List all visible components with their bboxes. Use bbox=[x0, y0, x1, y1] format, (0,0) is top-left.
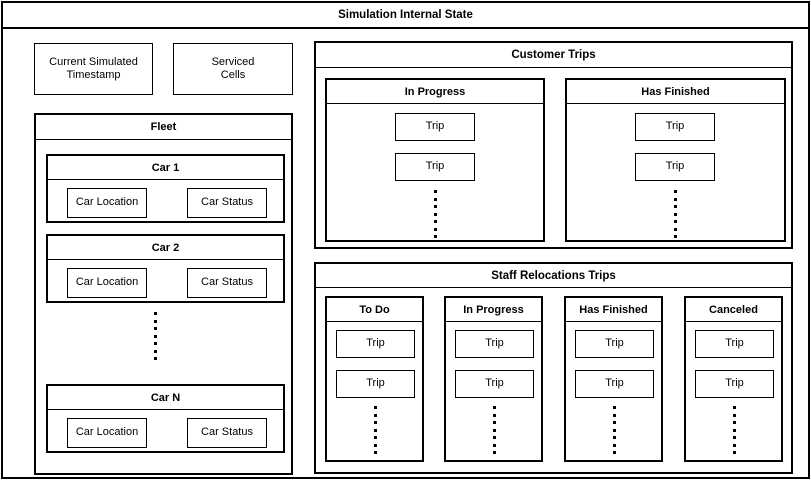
serviced-cells-box: Serviced Cells bbox=[173, 43, 293, 95]
vertical-ellipsis-icon bbox=[366, 406, 385, 454]
vertical-ellipsis-icon bbox=[426, 190, 445, 238]
column-title: In Progress bbox=[327, 80, 543, 104]
car-title: Car 1 bbox=[48, 156, 283, 180]
column-title: In Progress bbox=[446, 298, 541, 322]
staff-trips-column-in-progress: In Progress Trip Trip bbox=[444, 296, 543, 462]
customer-trips-title: Customer Trips bbox=[316, 43, 791, 68]
car-title: Car N bbox=[48, 386, 283, 410]
car-location-box: Car Location bbox=[67, 418, 147, 448]
trip-card: Trip bbox=[575, 330, 654, 358]
column-title: Has Finished bbox=[566, 298, 661, 322]
vertical-ellipsis-icon bbox=[605, 406, 624, 454]
staff-trips-column-to-do: To Do Trip Trip bbox=[325, 296, 424, 462]
customer-trips-panel: Customer Trips In Progress Trip Trip Has… bbox=[314, 41, 793, 249]
customer-trips-column-in-progress: In Progress Trip Trip bbox=[325, 78, 545, 242]
trip-card: Trip bbox=[336, 370, 415, 398]
car-status-box: Car Status bbox=[187, 418, 267, 448]
trip-card: Trip bbox=[695, 370, 774, 398]
trip-card: Trip bbox=[455, 370, 534, 398]
vertical-ellipsis-icon bbox=[146, 312, 165, 360]
car-status-box: Car Status bbox=[187, 268, 267, 298]
trip-card: Trip bbox=[336, 330, 415, 358]
column-title: To Do bbox=[327, 298, 422, 322]
car-status-box: Car Status bbox=[187, 188, 267, 218]
trip-card: Trip bbox=[635, 153, 715, 181]
column-title: Canceled bbox=[686, 298, 781, 322]
fleet-panel: Fleet Car 1 Car Location Car Status Car … bbox=[34, 113, 293, 475]
vertical-ellipsis-icon bbox=[485, 406, 504, 454]
trip-card: Trip bbox=[395, 153, 475, 181]
car-box: Car 1 Car Location Car Status bbox=[46, 154, 285, 223]
trip-card: Trip bbox=[695, 330, 774, 358]
car-title: Car 2 bbox=[48, 236, 283, 260]
trip-card: Trip bbox=[635, 113, 715, 141]
vertical-ellipsis-icon bbox=[725, 406, 744, 454]
staff-relocations-trips-panel: Staff Relocations Trips To Do Trip Trip … bbox=[314, 262, 793, 474]
staff-trips-column-canceled: Canceled Trip Trip bbox=[684, 296, 783, 462]
car-location-box: Car Location bbox=[67, 268, 147, 298]
vertical-ellipsis-icon bbox=[666, 190, 685, 238]
trip-card: Trip bbox=[455, 330, 534, 358]
diagram-title: Simulation Internal State bbox=[3, 3, 808, 29]
trip-card: Trip bbox=[575, 370, 654, 398]
car-box: Car N Car Location Car Status bbox=[46, 384, 285, 453]
staff-trips-column-has-finished: Has Finished Trip Trip bbox=[564, 296, 663, 462]
staff-relocations-trips-title: Staff Relocations Trips bbox=[316, 264, 791, 288]
current-simulated-timestamp-box: Current Simulated Timestamp bbox=[34, 43, 153, 95]
customer-trips-column-has-finished: Has Finished Trip Trip bbox=[565, 78, 786, 242]
trip-card: Trip bbox=[395, 113, 475, 141]
car-box: Car 2 Car Location Car Status bbox=[46, 234, 285, 303]
car-location-box: Car Location bbox=[67, 188, 147, 218]
fleet-panel-title: Fleet bbox=[36, 115, 291, 140]
column-title: Has Finished bbox=[567, 80, 784, 104]
